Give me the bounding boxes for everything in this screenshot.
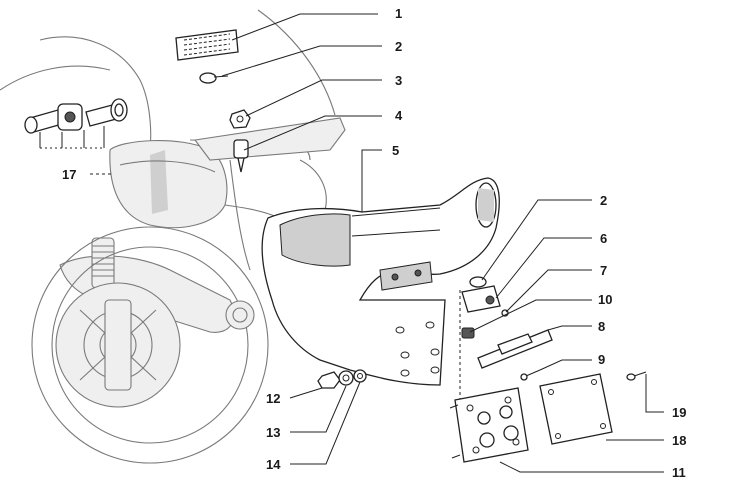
switch-sensor [233,139,249,173]
lamp-holder [461,285,501,313]
callout-2-top: 2 [395,39,402,54]
callout-5: 5 [392,143,399,158]
callout-1: 1 [395,6,402,21]
leader-lines [90,13,664,473]
callout-4: 4 [395,108,403,123]
callout-6: 6 [600,231,607,246]
callout-7: 7 [600,263,607,278]
callout-11: 11 [672,465,686,480]
bulb-top [199,72,229,84]
lock-cylinder-set [24,98,128,149]
plate-holder [449,387,529,463]
callout-numbers: 1 2 3 4 5 2 6 7 10 8 9 19 18 11 12 13 14… [62,6,686,480]
nut-washer-set [317,369,367,389]
callout-10: 10 [598,292,612,307]
callout-9: 9 [598,352,605,367]
callout-3: 3 [395,73,402,88]
screw-9 [520,369,541,381]
grommet [461,327,475,339]
callout-12: 12 [266,391,280,406]
nut-3 [229,109,251,129]
callout-18: 18 [672,433,686,448]
screw-19 [626,371,647,381]
callout-17: 17 [62,167,76,182]
plate-light-cover [477,329,553,369]
callout-19: 19 [672,405,686,420]
reflector-lens [175,29,239,61]
callout-14: 14 [266,457,281,472]
plate-18 [539,373,613,445]
callout-8: 8 [598,319,605,334]
rear-mudguard-panel [261,177,500,400]
callout-13: 13 [266,425,280,440]
callout-2-right: 2 [600,193,607,208]
rear-wheel [31,226,269,464]
